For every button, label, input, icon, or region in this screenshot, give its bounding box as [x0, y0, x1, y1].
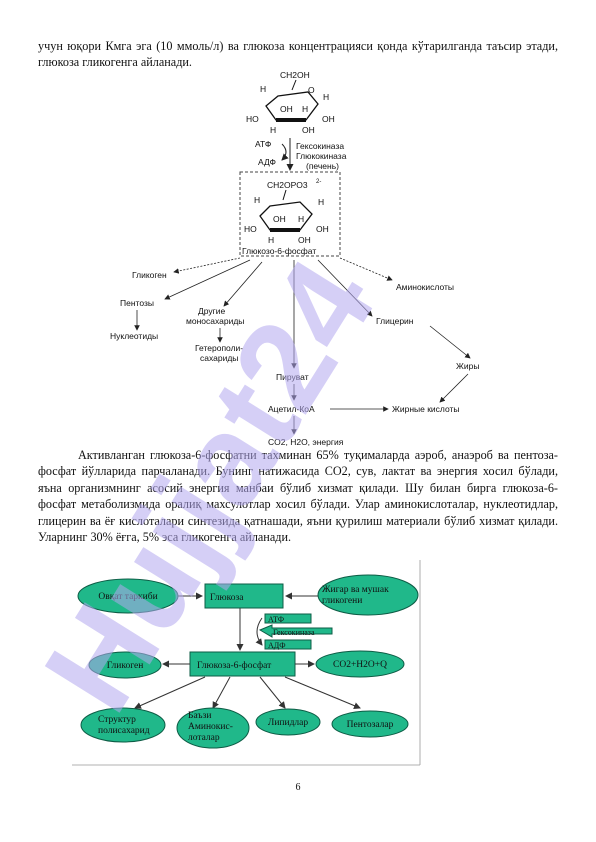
enzyme-hexokinase: Гексокиназа: [296, 141, 344, 151]
h-label: H: [260, 84, 266, 94]
ho-label: HO: [246, 114, 259, 124]
paragraph-intro: учун юқори Кмга эга (10 ммоль/л) ва глюк…: [38, 39, 558, 70]
adp-box: АДФ: [268, 641, 286, 650]
oh-label: OH: [298, 235, 311, 245]
glycogen-node: Гликоген: [107, 661, 144, 671]
oh-label: OH: [322, 114, 335, 124]
co2-node: СО2+Н2О+Q: [333, 660, 387, 670]
pentoses-label: Пентозы: [120, 298, 154, 308]
enzyme-liver-note: (печень): [306, 161, 339, 171]
other-mono-2: моносахариды: [186, 316, 244, 326]
lipids-node: Липидлар: [268, 718, 308, 728]
pyruvate-label: Пируват: [276, 372, 309, 382]
paragraph-main: Активланган глюкоза-6-фосфатни тахминан …: [38, 448, 558, 545]
g6p-label: Глюкозо-6-фосфат: [242, 246, 316, 256]
food-node: Овқат таркиби: [98, 591, 157, 602]
other-mono-1: Другие: [198, 306, 225, 316]
pentose-node: Пентозалар: [347, 720, 394, 730]
fats-label: Жиры: [456, 361, 479, 371]
h-label: H: [270, 125, 276, 135]
ho-label: HO: [244, 224, 257, 234]
glucose-node: Глюкоза: [210, 593, 244, 603]
oh-label: OH: [280, 104, 293, 114]
g6p-node: Глюкоза-6-фосфат: [197, 660, 272, 671]
oh-label: OH: [316, 224, 329, 234]
glycerol-label: Глицерин: [376, 316, 414, 326]
enzyme-glucokinase: Глюкокиназа: [296, 151, 347, 161]
ring-o-label: O: [308, 85, 315, 95]
h-label: H: [323, 92, 329, 102]
liver-glycogen-1: Жигар ва мушак: [322, 585, 389, 595]
ch2oh-label: CH2OH: [280, 70, 310, 80]
hetero-1: Гетерополи-: [195, 343, 243, 353]
amino-1: Баъзи: [188, 711, 211, 721]
amino-2: Аминокис-: [188, 722, 233, 732]
liver-glycogen-2: гликогени: [322, 596, 362, 606]
oh-label: OH: [302, 125, 315, 135]
acetyl-coa-label: Ацетил-КоА: [268, 404, 315, 414]
h-label: H: [254, 195, 260, 205]
atp-label: АТФ: [255, 139, 271, 149]
atp-box: АТФ: [268, 615, 284, 624]
oh-label: OH: [273, 214, 286, 224]
amino-3: лоталар: [188, 733, 220, 743]
h-label: H: [298, 214, 304, 224]
hetero-2: сахариды: [200, 353, 238, 363]
amino-acids-label: Аминокислоты: [396, 282, 454, 292]
nucleotides-label: Нуклеотиды: [110, 331, 158, 341]
adp-label: АДФ: [258, 157, 276, 167]
h-label: H: [302, 104, 308, 114]
charge-label: 2-: [316, 179, 321, 185]
fatty-acids-label: Жирные кислоты: [392, 404, 460, 414]
h-label: H: [318, 197, 324, 207]
page-number: 6: [295, 782, 301, 793]
h-label: H: [268, 235, 274, 245]
ch2opo3-label: CH2OPO3: [267, 180, 308, 190]
products-label: CO2, H2O, энергия: [268, 437, 344, 447]
structural-2: полисахарид: [98, 726, 150, 736]
structural-1: Структур: [98, 715, 136, 725]
glycogen-label: Гликоген: [132, 270, 167, 280]
hexokinase-box: Гексокиназа: [273, 628, 315, 637]
